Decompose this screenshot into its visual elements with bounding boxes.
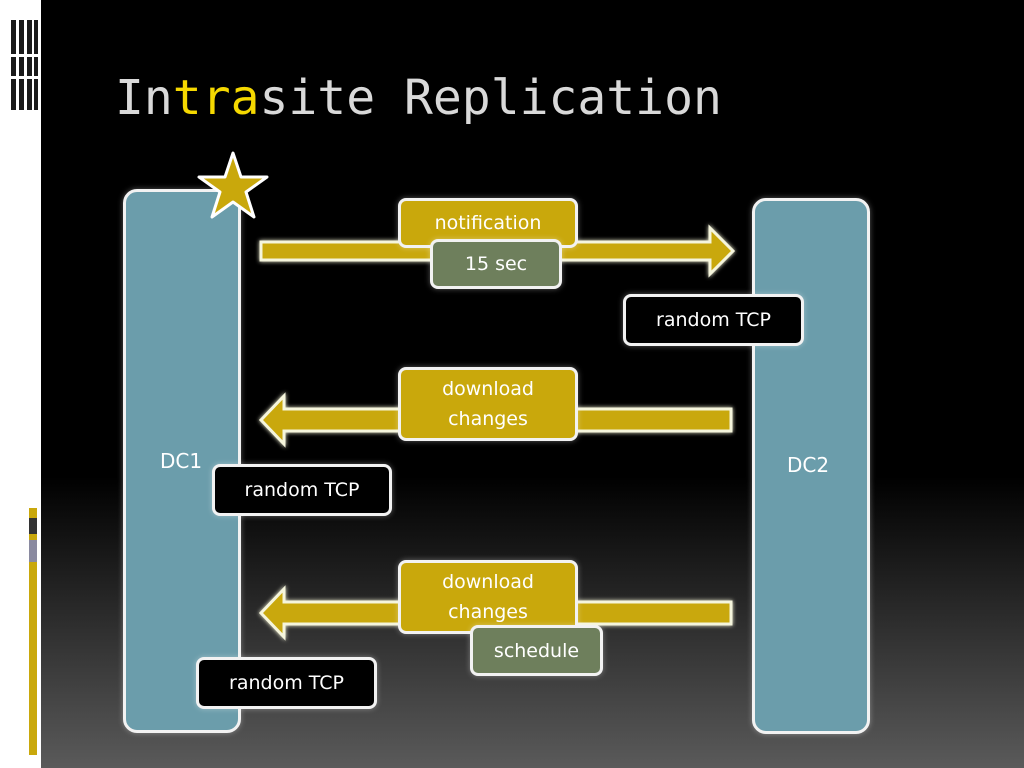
tcp-label-dc2: random TCP: [656, 309, 771, 331]
dc2-server: [752, 198, 870, 734]
tcp-label-dc1-lower: random TCP: [229, 672, 344, 694]
title-part-in: In: [115, 70, 173, 126]
changes-label-2: changes: [448, 601, 528, 623]
download-changes-box-1: download changes: [398, 367, 578, 441]
dc2-label: DC2: [787, 453, 830, 477]
slide-title: Intrasite Replication: [115, 70, 722, 126]
star-icon: [197, 150, 269, 226]
logo-icon: [8, 18, 40, 113]
dc1-server: [123, 189, 241, 733]
download-label-2: download: [442, 571, 534, 593]
decorative-block-gray: [29, 540, 37, 562]
schedule-label-box: schedule: [470, 625, 603, 676]
decorative-block-dark: [29, 518, 37, 534]
notification-label: notification: [434, 212, 542, 234]
download-changes-box-2: download changes: [398, 560, 578, 634]
download-label-1: download: [442, 378, 534, 400]
decorative-bar-gold: [29, 508, 37, 755]
title-part-tra: tra: [172, 70, 260, 126]
changes-label-1: changes: [448, 408, 528, 430]
interval-label-box: 15 sec: [430, 239, 562, 289]
schedule-label: schedule: [493, 639, 580, 662]
tcp-box-dc1-upper: random TCP: [212, 464, 392, 516]
interval-label: 15 sec: [464, 253, 528, 275]
tcp-box-dc1-lower: random TCP: [196, 657, 377, 709]
tcp-box-dc2: random TCP: [623, 294, 804, 346]
title-part-site-replication: site Replication: [259, 70, 722, 126]
tcp-label-dc1-upper: random TCP: [244, 479, 360, 501]
dc1-label: DC1: [160, 449, 203, 473]
